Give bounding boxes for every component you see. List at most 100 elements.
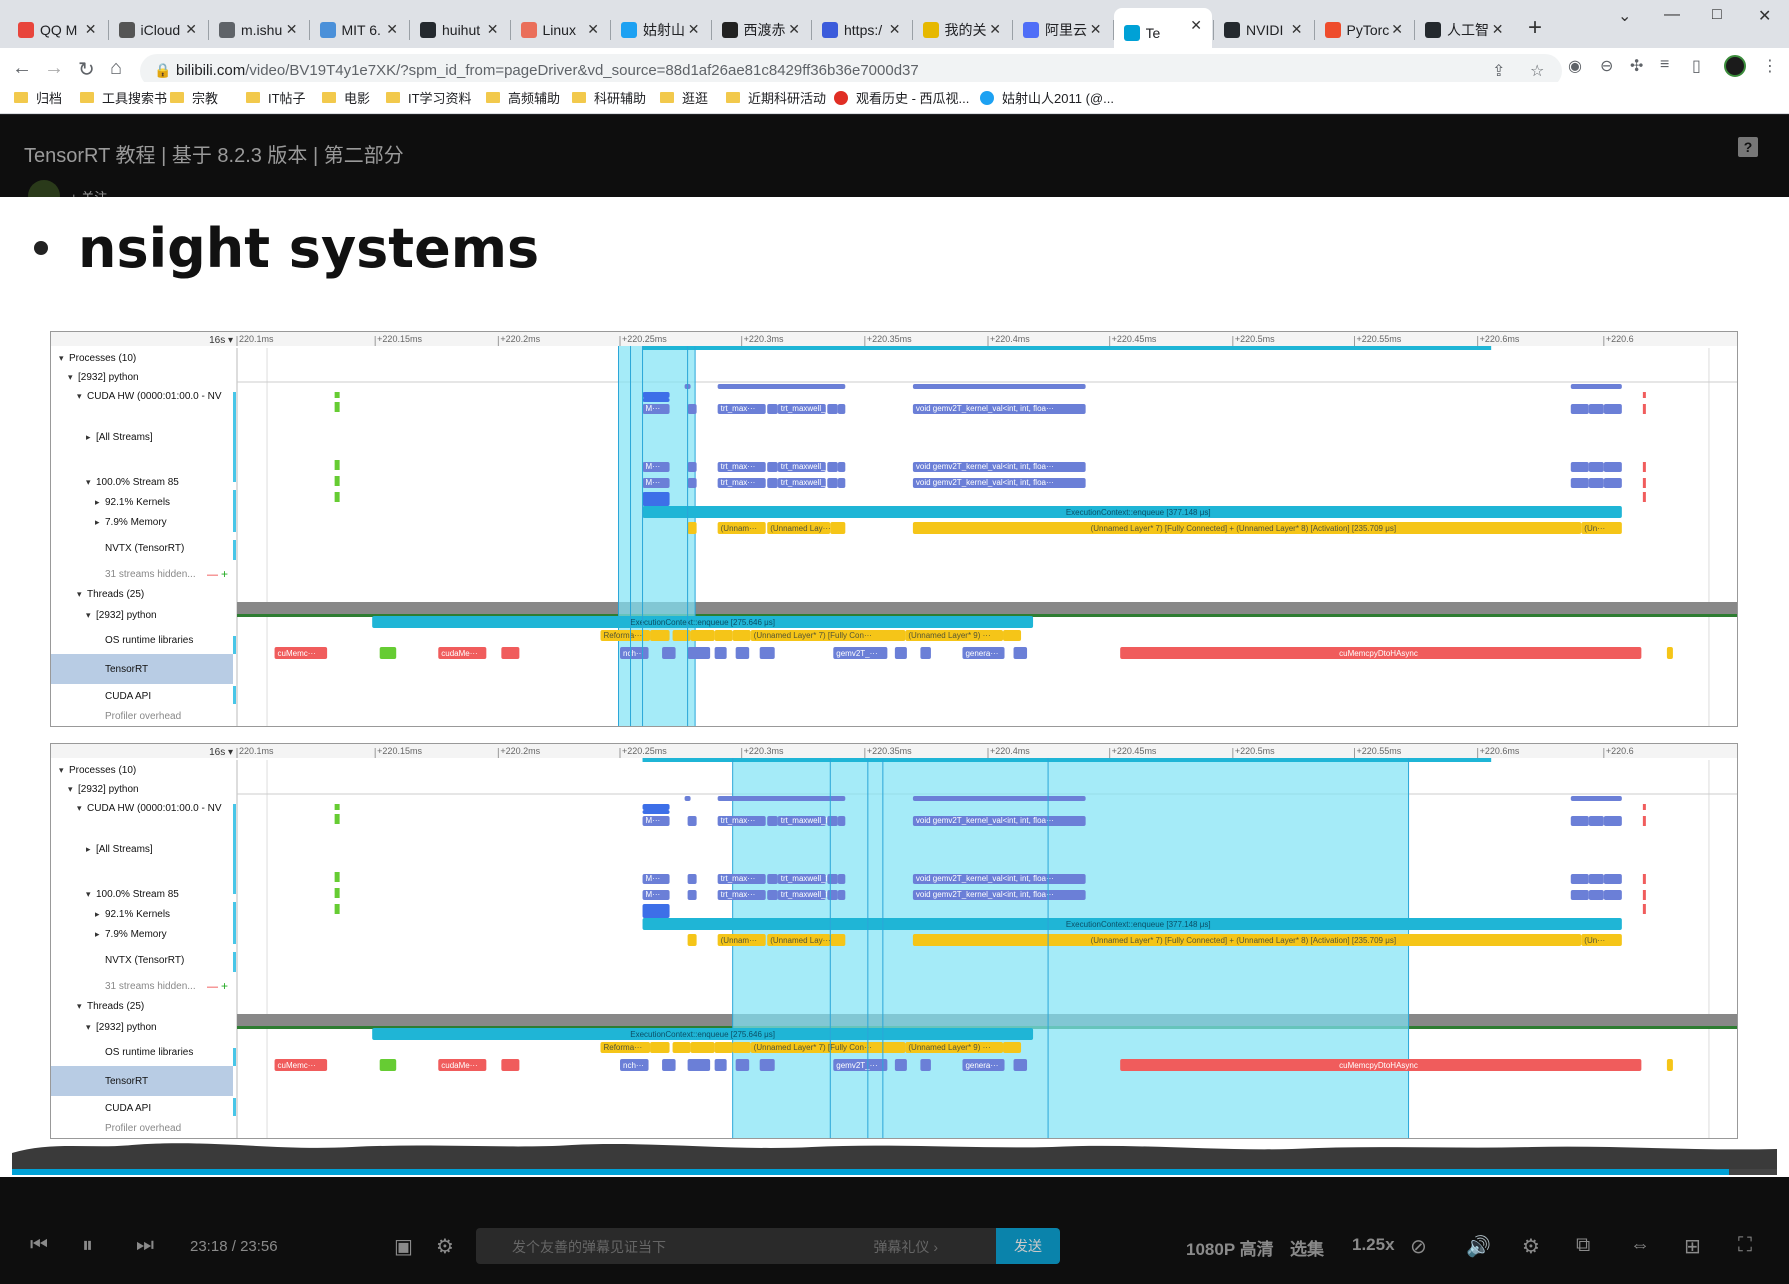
tab-wikipedia[interactable]: 西渡赤✕ [712, 12, 811, 48]
close-tab-icon[interactable]: ✕ [687, 21, 700, 37]
kernel-bar[interactable] [777, 404, 826, 414]
share-icon[interactable]: ⇪ [1492, 63, 1506, 80]
kernel-bar[interactable] [777, 816, 826, 826]
kernel-bar[interactable] [1570, 890, 1589, 900]
enqueue-bar[interactable] [642, 506, 1622, 518]
kernel-bar[interactable] [1570, 404, 1589, 414]
progress-bar[interactable] [12, 1169, 1777, 1175]
trt-layer-bar[interactable] [672, 1042, 691, 1053]
close-tab-icon[interactable]: ✕ [285, 21, 298, 37]
sidepanel-icon[interactable]: ▯ [1692, 58, 1701, 75]
trt-layer-bar[interactable] [1003, 1042, 1022, 1053]
tree-selected-row[interactable] [51, 1066, 233, 1096]
bookmark-item[interactable]: IT帖子 [246, 88, 306, 107]
forward-button[interactable]: → [44, 57, 64, 79]
danmu-input[interactable]: 发个友善的弹幕见证当下 弹幕礼仪 › 发送 [476, 1228, 1060, 1264]
nvtx-bar[interactable] [687, 522, 697, 534]
trt-layer-bar[interactable] [732, 630, 751, 641]
kernel-bar[interactable] [642, 478, 670, 488]
kernel-bar[interactable] [1570, 816, 1589, 826]
kernel-bar[interactable] [767, 890, 778, 900]
activity-mark[interactable] [642, 392, 670, 398]
trt-layer-bar[interactable] [750, 1042, 906, 1053]
kernel-bar[interactable] [837, 816, 846, 826]
bookmark-item[interactable]: 姑射山人2011 (@... [980, 88, 1114, 107]
kernel-bar[interactable] [767, 404, 778, 414]
bookmark-item[interactable]: IT学习资料 [386, 88, 472, 107]
kernel-bar[interactable] [837, 478, 846, 488]
kernel-bar[interactable] [1570, 462, 1589, 472]
close-tab-icon[interactable]: ✕ [587, 21, 599, 37]
kernel-bar[interactable] [1588, 874, 1604, 884]
next-icon[interactable]: ⏭ [136, 1234, 154, 1256]
cuda-api-bar[interactable] [274, 1059, 328, 1071]
kernel-bar[interactable] [777, 462, 826, 472]
kernel-bar[interactable] [827, 478, 838, 488]
trt-layer-bar[interactable] [672, 630, 691, 641]
settings-gear-icon[interactable]: ⚙ [1522, 1236, 1540, 1258]
trt-layer-bar[interactable] [690, 1042, 715, 1053]
kernel-bar[interactable] [1588, 478, 1604, 488]
nvtx-bar[interactable] [1581, 934, 1622, 946]
cuda-api-bar[interactable] [714, 1059, 727, 1071]
kernel-bar[interactable] [912, 478, 1086, 488]
enqueue-bar[interactable] [642, 918, 1622, 930]
nvtx-bar[interactable] [717, 934, 766, 946]
memory-bar[interactable] [642, 492, 670, 506]
quality-button[interactable]: 1080P 高清 [1186, 1240, 1274, 1259]
pause-icon[interactable]: ⏸ [82, 1232, 94, 1257]
cuda-api-bar[interactable] [962, 1059, 1005, 1071]
cuda-api-bar[interactable] [687, 647, 711, 659]
tab-mit[interactable]: MIT 6.✕ [310, 12, 409, 48]
activity-mark[interactable] [642, 810, 670, 814]
kernel-bar[interactable] [642, 874, 670, 884]
bookmark-item[interactable]: 电影 [322, 88, 370, 107]
bookmark-item[interactable]: 观看历史 - 西瓜视... [834, 88, 969, 107]
cuda-api-bar[interactable] [894, 1059, 907, 1071]
kernel-bar[interactable] [827, 890, 838, 900]
kernel-bar[interactable] [687, 890, 697, 900]
trt-layer-bar[interactable] [905, 630, 1004, 641]
cuda-api-bar[interactable] [759, 647, 775, 659]
subtitle-off-icon[interactable]: ⊘ [1410, 1236, 1427, 1258]
tree-selected-row[interactable] [51, 654, 233, 684]
cuda-api-bar[interactable] [379, 1059, 397, 1071]
episodes-button[interactable]: 选集 [1290, 1240, 1324, 1259]
cuda-api-bar[interactable] [379, 647, 397, 659]
trt-layer-bar[interactable] [732, 1042, 751, 1053]
cuda-api-bar[interactable] [274, 647, 328, 659]
bookmark-item[interactable]: 近期科研活动 [726, 88, 826, 107]
menu-kebab-icon[interactable]: ⋮ [1762, 58, 1778, 75]
kernel-bar[interactable] [717, 404, 766, 414]
nvtx-bar[interactable] [912, 934, 1582, 946]
kernel-bar[interactable] [1603, 874, 1622, 884]
bookmark-star-icon[interactable]: ☆ [1530, 63, 1545, 80]
activity-mark[interactable] [1570, 796, 1622, 801]
kernel-bar[interactable] [777, 874, 826, 884]
home-button[interactable]: ⌂ [110, 57, 123, 79]
bookmark-item[interactable]: 宗教 [170, 88, 218, 107]
close-tab-icon[interactable]: ✕ [185, 21, 197, 37]
kernel-bar[interactable] [837, 874, 846, 884]
cuda-api-bar[interactable] [438, 647, 487, 659]
kernel-bar[interactable] [912, 890, 1086, 900]
trt-layer-bar[interactable] [905, 1042, 1004, 1053]
nvtx-bar[interactable] [717, 522, 766, 534]
reload-button[interactable]: ↻ [78, 59, 95, 81]
cuda-api-bar[interactable] [920, 1059, 931, 1071]
tab-github[interactable]: huihut✕ [410, 12, 509, 48]
nvtx-bar[interactable] [912, 522, 1582, 534]
close-tab-icon[interactable]: ✕ [1290, 21, 1303, 37]
cuda-api-bar[interactable] [438, 1059, 487, 1071]
kernel-bar[interactable] [687, 462, 697, 472]
kernel-bar[interactable] [777, 478, 826, 488]
pip-icon[interactable]: ⧉ [1576, 1234, 1591, 1256]
kernel-bar[interactable] [837, 890, 846, 900]
danmu-etiquette-link[interactable]: 弹幕礼仪 › [873, 1239, 938, 1255]
maximize-button[interactable]: □ [1712, 6, 1722, 23]
speed-button[interactable]: 1.25x [1352, 1235, 1395, 1254]
kernel-bar[interactable] [717, 890, 766, 900]
tab-pytorch[interactable]: PyTorc✕ [1315, 12, 1414, 48]
close-tab-icon[interactable]: ✕ [888, 21, 901, 37]
danmu-settings-icon[interactable]: ⚙ [436, 1236, 454, 1258]
